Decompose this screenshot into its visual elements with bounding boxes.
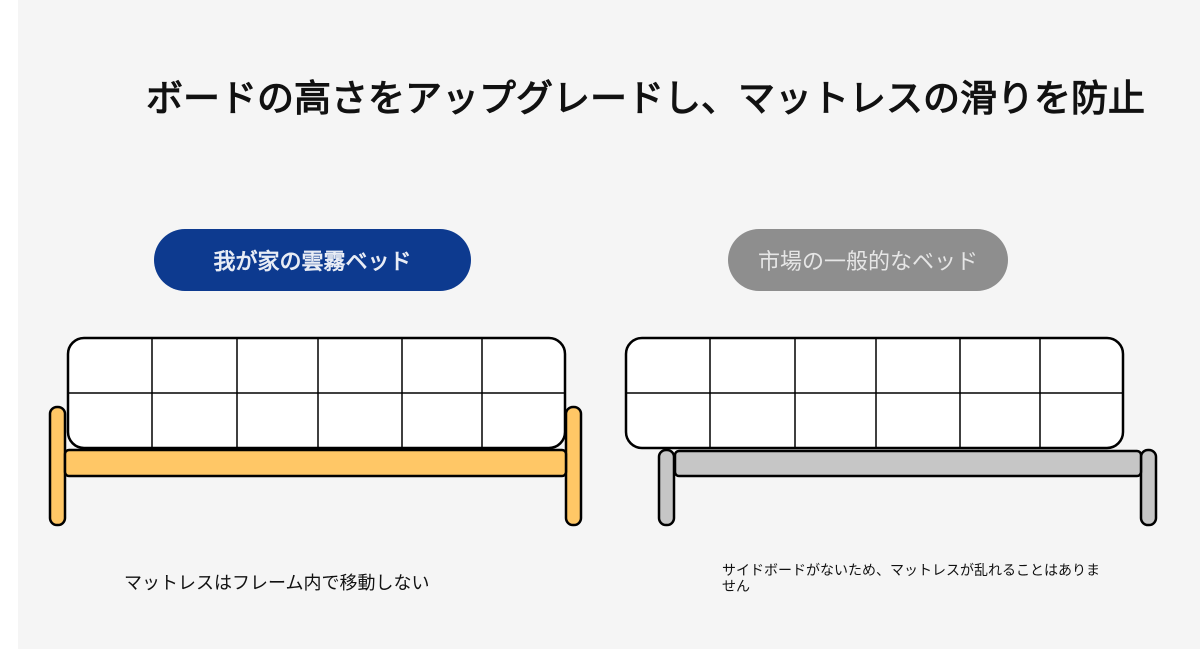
background-panel <box>18 0 1200 649</box>
our-bed-caption: マットレスはフレーム内で移動しない <box>124 573 430 593</box>
our-bed-right-post <box>564 405 583 527</box>
our-bed <box>48 336 583 527</box>
common-bed-right-post <box>1139 448 1158 527</box>
common-bed-mattress-grid <box>626 338 1123 448</box>
common-bed-left-post <box>657 448 676 527</box>
common-bed-caption: サイドボードがないため、マットレスが乱れることはありません <box>722 562 1100 594</box>
our-bed-rail <box>63 448 568 478</box>
common-bed-label: 市場の一般的なベッド <box>728 229 1008 291</box>
our-bed-label-text: 我が家の雲霧ベッド <box>213 250 412 275</box>
our-bed-left-post <box>48 405 67 527</box>
common-bed <box>624 336 1158 527</box>
common-bed-rail <box>673 449 1143 478</box>
our-bed-mattress-grid <box>68 338 565 448</box>
page-title: ボードの高さをアップグレードし、マットレスの滑りを防止 <box>146 77 1145 120</box>
common-bed-label-text: 市場の一般的なベッド <box>757 250 978 275</box>
our-bed-label: 我が家の雲霧ベッド <box>154 229 471 291</box>
